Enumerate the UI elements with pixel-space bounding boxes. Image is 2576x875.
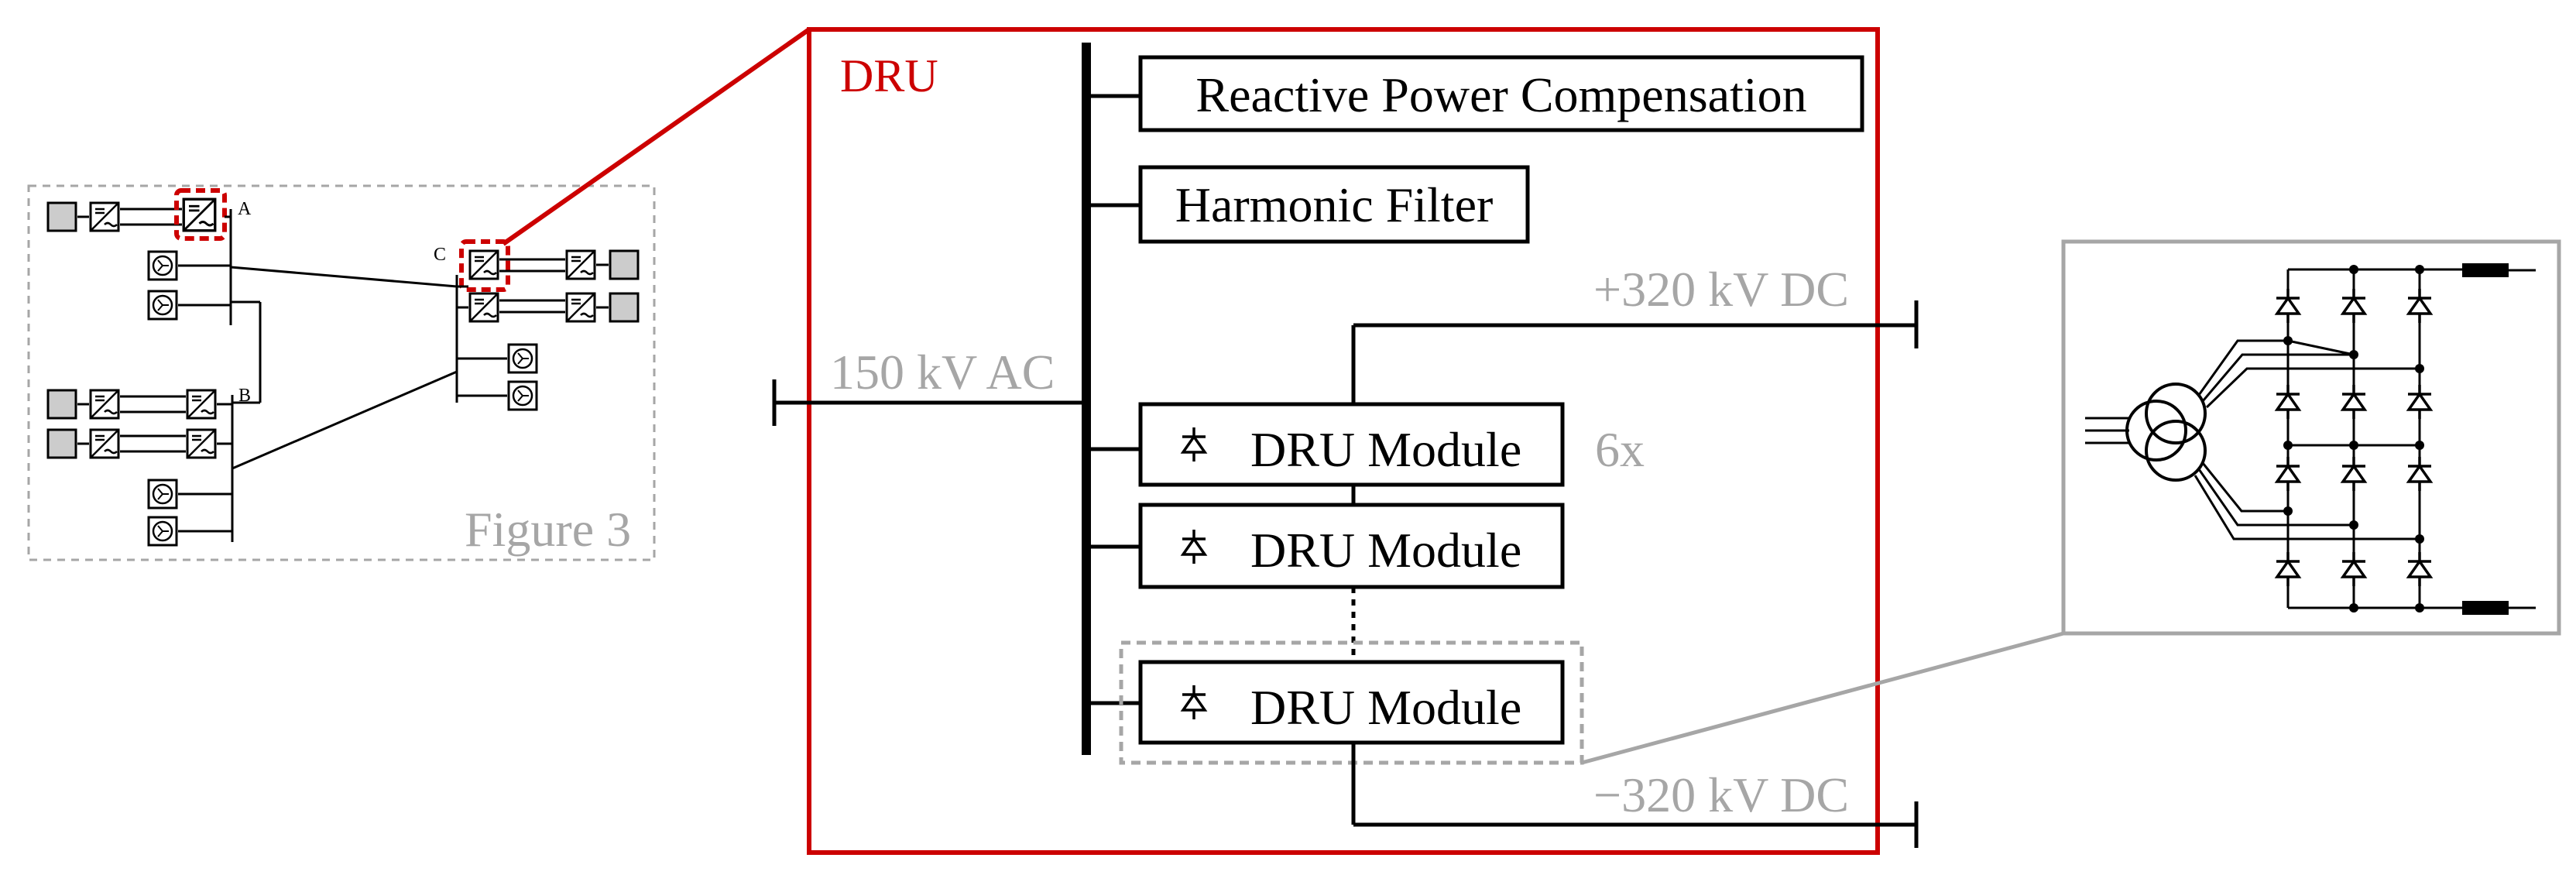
overview-diagram: A B [27, 184, 656, 561]
label-node-b: B [238, 386, 251, 406]
dc-negative-label: −320 kV DC [1593, 767, 1849, 822]
dru-module-1-label: DRU Module [1250, 422, 1521, 477]
dru-title: DRU [840, 50, 938, 101]
upper-bridge [2275, 265, 2470, 450]
dru-module-detail [2061, 239, 2561, 636]
highlight-c [459, 239, 510, 292]
harmonic-filter-block [1138, 165, 1530, 244]
harmonic-filter-label: Harmonic Filter [1175, 177, 1494, 232]
dru-module-2 [1138, 503, 1565, 589]
ac-voltage-label: 150 kV AC [830, 345, 1055, 400]
dc-positive-label: +320 kV DC [1593, 262, 1849, 317]
group-a: A [46, 188, 458, 404]
inductor-icon [2462, 263, 2509, 277]
label-node-c: C [434, 245, 446, 265]
inductor-icon [2462, 601, 2509, 615]
module-count-label: 6x [1595, 422, 1645, 477]
reactive-power-compensation-label: Reactive Power Compensation [1195, 67, 1806, 122]
detail-connector [1581, 631, 2064, 765]
lower-bridge [2275, 441, 2470, 612]
group-b: B [46, 370, 458, 547]
dru-box: DRU 150 kV AC Reactive Power Compensatio… [772, 27, 1919, 855]
highlight-a [174, 188, 227, 241]
label-node-a: A [238, 199, 252, 219]
dru-module-1 [1138, 402, 1565, 487]
dru-module-3-label: DRU Module [1250, 680, 1521, 735]
dru-frame [807, 27, 1880, 855]
dru-module-2-label: DRU Module [1250, 523, 1521, 578]
transformer-icon [2125, 383, 2207, 482]
zoom-connector [502, 27, 811, 246]
overview-frame [27, 184, 656, 561]
overview-caption: Figure 3 [465, 502, 631, 557]
detail-frame [2061, 239, 2561, 636]
reactive-power-compensation-block [1138, 55, 1864, 132]
group-c: C [434, 239, 640, 411]
